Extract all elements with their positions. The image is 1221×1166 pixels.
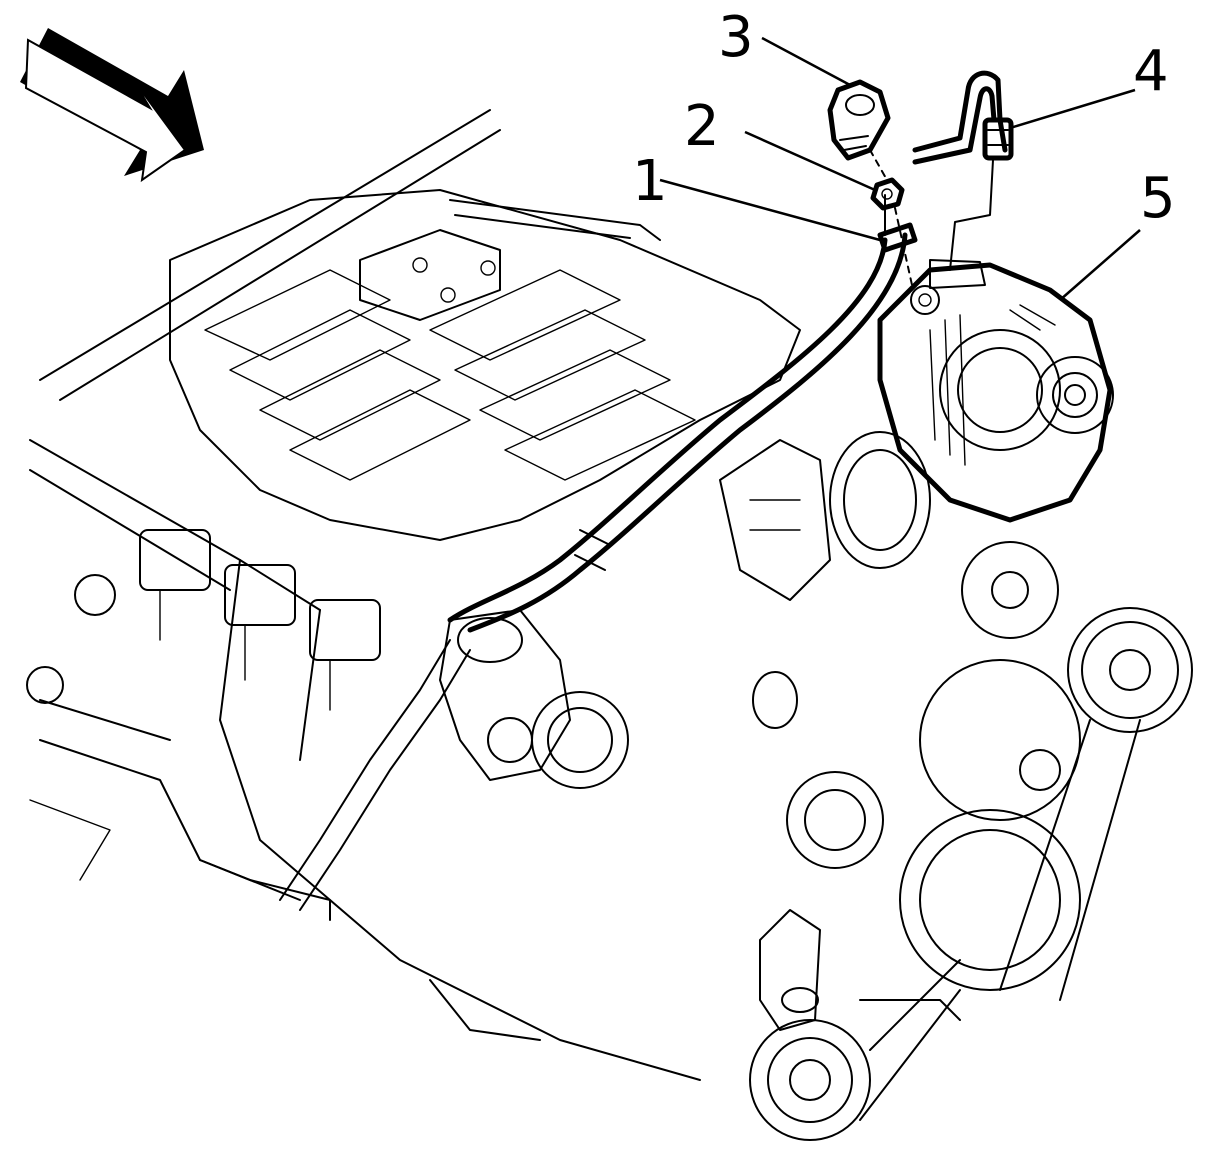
water-outlet (439, 609, 821, 1031)
heater-hose (279, 232, 908, 911)
callout-5: 5 (1140, 166, 1176, 231)
generator (877, 262, 1114, 523)
front-direction-arrow-icon (20, 28, 204, 183)
accessory-drive (749, 541, 1193, 1141)
callout-3: 3 (718, 5, 754, 70)
ignition-coil-left (139, 529, 381, 711)
leader-lines (659, 36, 1141, 301)
hose-fitting (877, 194, 918, 253)
callout-1: 1 (632, 149, 668, 214)
callout-4: 4 (1133, 39, 1169, 104)
cap (827, 79, 891, 161)
callout-2: 2 (684, 94, 720, 159)
engine-block (26, 109, 801, 1081)
hose-clamp-assembly (912, 70, 1014, 271)
nut (869, 149, 913, 286)
throttle-body (719, 431, 931, 601)
